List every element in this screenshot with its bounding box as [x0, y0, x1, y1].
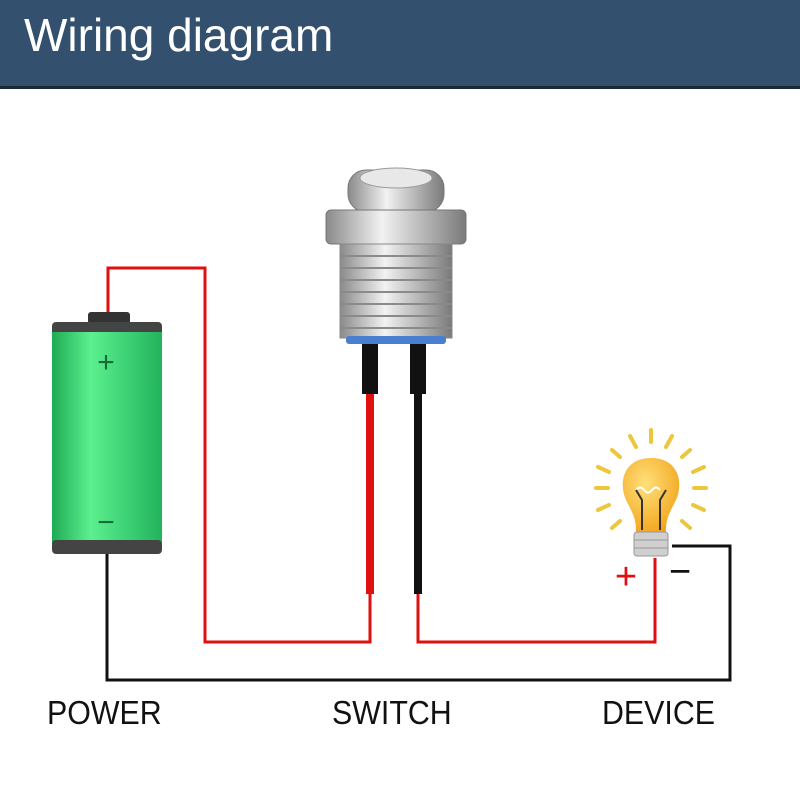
red-wire-switch-to-device: [416, 558, 657, 644]
light-bulb-icon: [594, 428, 708, 557]
device-minus-sign: −: [669, 551, 691, 593]
header-bar: Wiring diagram: [0, 0, 800, 89]
battery-plus-sign: +: [97, 346, 115, 379]
page-title: Wiring diagram: [24, 9, 334, 61]
battery-icon: + −: [52, 312, 162, 554]
battery-minus-sign: −: [97, 506, 115, 539]
switch-label: SWITCH: [332, 694, 452, 731]
device-plus-sign: +: [615, 556, 637, 598]
power-label: POWER: [47, 694, 162, 731]
push-button-switch-icon: [325, 167, 467, 594]
device-label: DEVICE: [602, 694, 716, 731]
black-wire-device-to-battery: [105, 544, 732, 682]
